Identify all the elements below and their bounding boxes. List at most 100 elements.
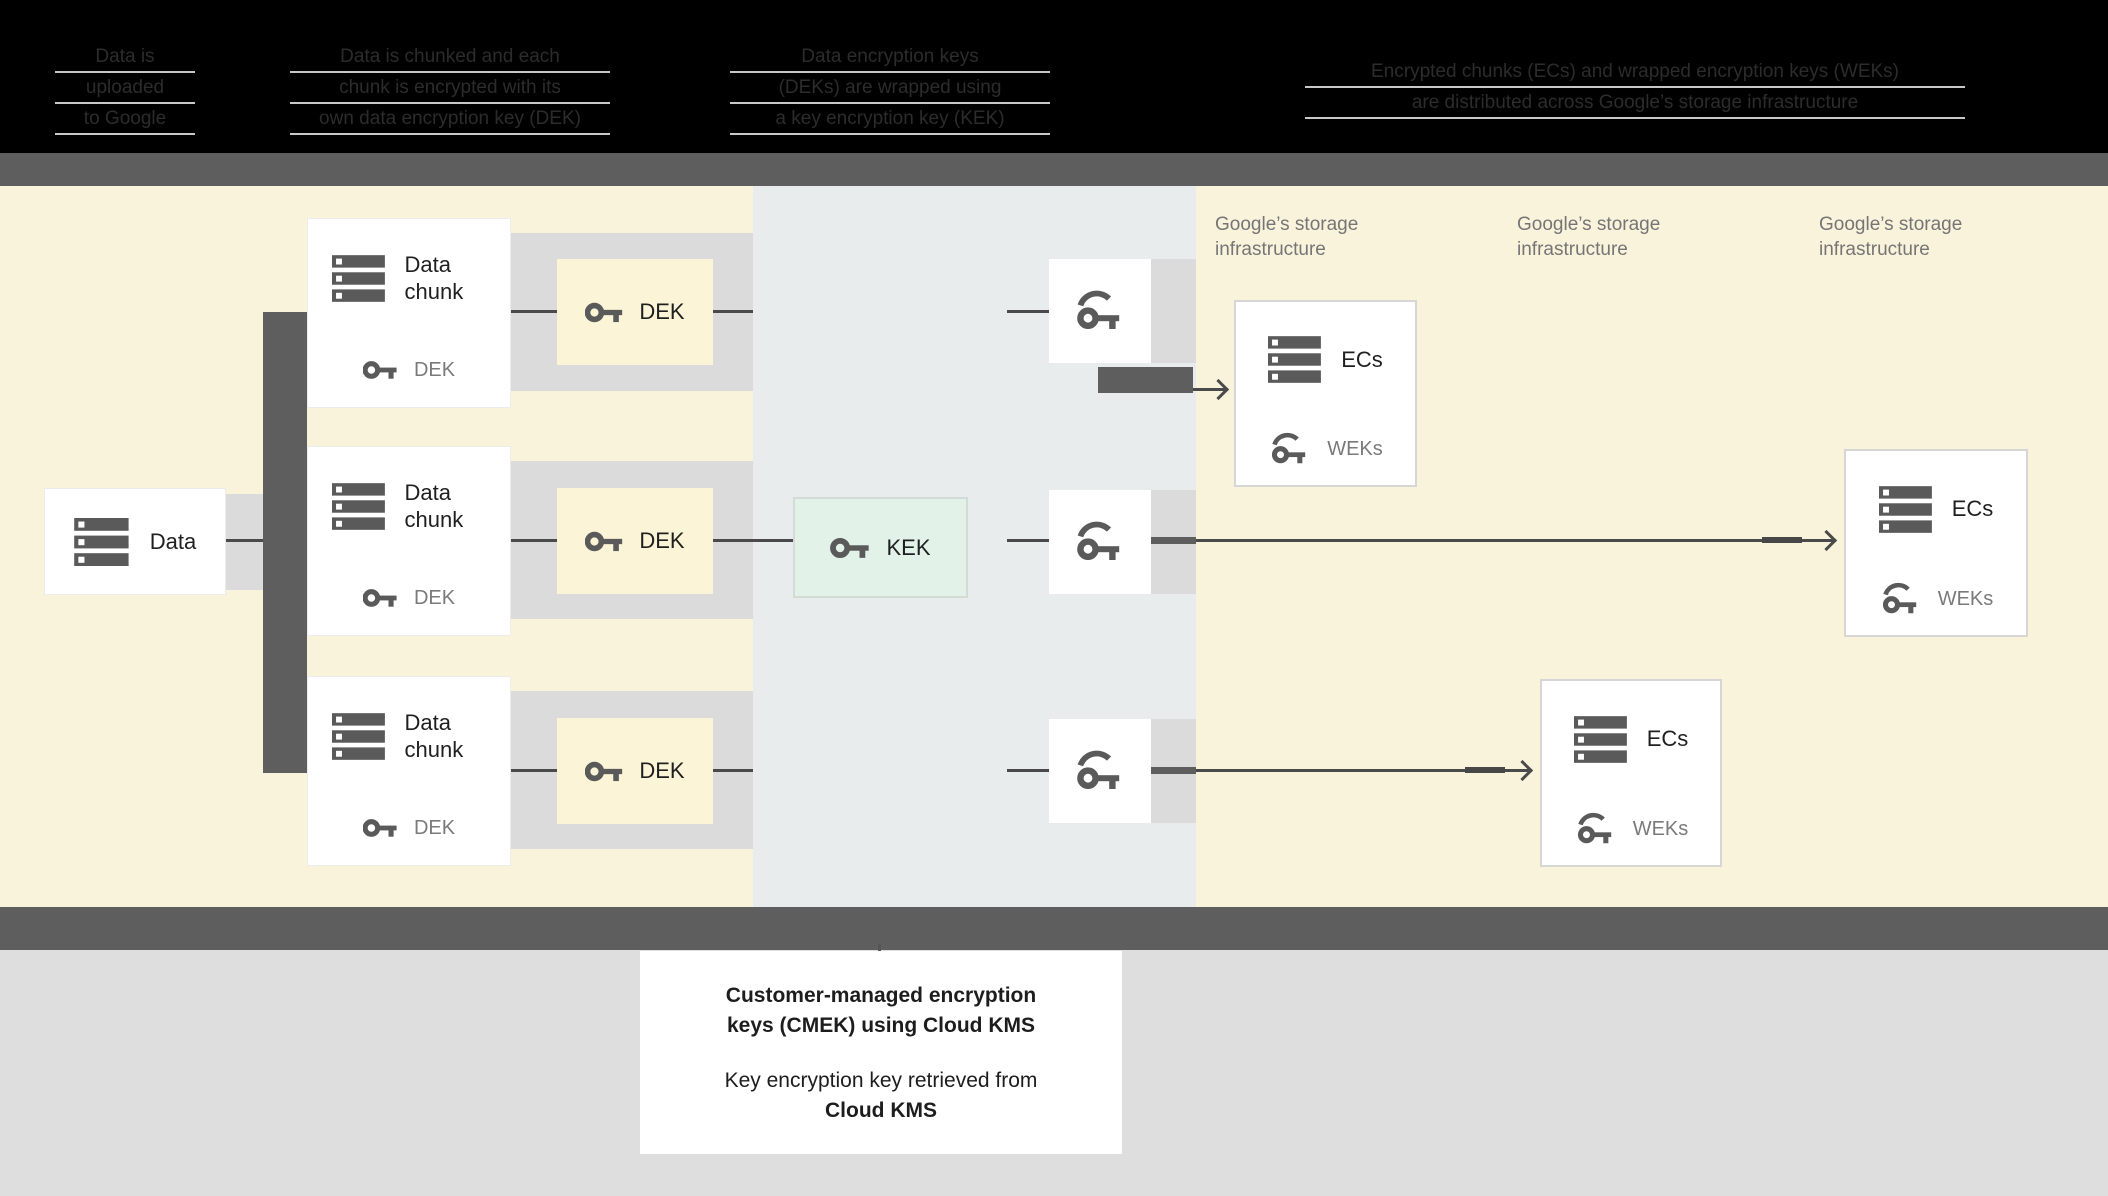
encryption-diagram: Data Data chunk DEK Data chunk DEK (0, 186, 2108, 907)
header-step-3-line: Data encryption keys (730, 42, 1050, 73)
header-step-4-line: are distributed across Google’s storage … (1305, 88, 1965, 119)
wrapped-key-icon (1074, 518, 1126, 566)
header-step-2-line: own data encryption key (DEK) (290, 104, 610, 135)
header-step-1: Data is uploaded to Google (55, 42, 195, 135)
key-icon (585, 525, 625, 558)
ecs-3-top: ECs (1574, 681, 1689, 791)
connector-into-wrap3 (1007, 769, 1049, 772)
connector-into-wrap2 (1007, 539, 1049, 542)
connector-data-to-trunk (226, 539, 263, 542)
connector-dek1-out (713, 310, 753, 313)
header-step-4-line: Encrypted chunks (ECs) and wrapped encry… (1305, 57, 1965, 88)
caption-paragraph-2: Key encryption key retrieved from Cloud … (640, 1066, 1122, 1126)
elbow-wrap1-to-ecs1 (1098, 367, 1193, 393)
data-chunk-box-1: Data chunk DEK (307, 218, 511, 408)
storage-label-1: Google’s storage infrastructure (1215, 214, 1359, 260)
data-box-label: Data (149, 528, 197, 554)
wrapped-key-icon (1879, 580, 1923, 618)
chunk-2-key-row: DEK (363, 562, 455, 635)
chunk-3-key-label: DEK (413, 816, 456, 839)
wrapped-key-icon (1268, 430, 1312, 468)
dek-box-3-label: DEK (639, 758, 685, 783)
key-icon (830, 531, 872, 565)
data-chunk-box-2: Data chunk DEK (307, 446, 511, 636)
header-step-3: Data encryption keys (DEKs) are wrapped … (730, 42, 1050, 135)
chunk-2-key-label: DEK (413, 586, 456, 609)
ecs-3-key-label: WEKs (1632, 817, 1689, 840)
chunk-1-top: Data chunk (332, 219, 487, 332)
arrowhead-ecs3 (1511, 759, 1534, 782)
header-step-3-line: a key encryption key (KEK) (730, 104, 1050, 135)
dek-box-2-label: DEK (639, 528, 685, 553)
ecs-2-top: ECs (1879, 451, 1993, 561)
ecs-stack-icon (1574, 716, 1630, 763)
connector-chunk3-dek3 (511, 769, 557, 772)
data-box-backdrop (226, 494, 266, 590)
ecs-1-key-label: WEKs (1327, 437, 1383, 460)
arrow-mid-seg-wrap3 (1465, 767, 1505, 773)
arrowhead-ecs1 (1207, 378, 1230, 401)
chunk-1-key-row: DEK (363, 334, 455, 407)
wrapped-key-icon (1074, 287, 1126, 335)
ecs-stack-icon (1879, 486, 1935, 533)
caption-line2-bold: Cloud KMS (825, 1099, 937, 1122)
connector-into-wrap1 (1007, 310, 1049, 313)
kek-box: KEK (793, 497, 968, 598)
ecs-stack-icon (1268, 336, 1324, 383)
chunk-2-title: Data chunk (404, 480, 464, 533)
header-step-1-line: Data is (55, 42, 195, 73)
data-chunk-stack-icon (332, 483, 388, 530)
chunk-2-top: Data chunk (332, 447, 487, 560)
connector-chunk1-dek1 (511, 310, 557, 313)
header-step-4: Encrypted chunks (ECs) and wrapped encry… (1305, 57, 1965, 119)
ecs-2-key-row: WEKs (1879, 563, 1994, 635)
separator-band-bottom (0, 907, 2108, 950)
dek-box-1-label: DEK (639, 299, 685, 324)
ecs-box-2: ECs WEKs (1844, 449, 2028, 637)
data-chunk-box-3: Data chunk DEK (307, 676, 511, 866)
caption-connector-stub (878, 944, 881, 956)
ecs-2-key-label: WEKs (1937, 587, 1994, 610)
key-icon (585, 755, 625, 788)
key-icon (363, 813, 399, 843)
dek-box-1: DEK (557, 259, 713, 365)
ecs-box-1: ECs WEKs (1234, 300, 1417, 487)
wrap-key-box-3 (1049, 719, 1151, 823)
header-band: Data is uploaded to Google Data is chunk… (0, 0, 2108, 153)
ecs-3-title: ECs (1646, 726, 1689, 752)
ecs-1-key-row: WEKs (1268, 414, 1383, 485)
caption-title: Customer-managed encryption keys (CMEK) … (725, 984, 1037, 1037)
arrow-line-wrap2-ecs2 (1151, 539, 1834, 542)
key-icon (363, 583, 399, 613)
trunk-connector (263, 312, 307, 773)
connector-dek3-out (713, 769, 753, 772)
arrow-mid-seg-wrap2 (1762, 537, 1802, 543)
ecs-1-top: ECs (1268, 302, 1383, 412)
caption-box: Customer-managed encryption keys (CMEK) … (640, 951, 1122, 1154)
ecs-3-key-row: WEKs (1574, 793, 1689, 865)
wrapped-key-icon (1574, 810, 1618, 848)
header-step-2-line: Data is chunked and each (290, 42, 610, 73)
data-box: Data (44, 488, 226, 595)
footer-area: Customer-managed encryption keys (CMEK) … (0, 944, 2108, 1196)
key-icon (363, 355, 399, 385)
arrow-thick-seg-wrap2 (1151, 537, 1196, 544)
header-step-3-line: (DEKs) are wrapped using (730, 73, 1050, 104)
dek-box-3: DEK (557, 718, 713, 824)
caption-line2-normal: Key encryption key retrieved from (724, 1069, 1038, 1092)
connector-chunk2-dek2 (511, 539, 557, 542)
chunk-3-title: Data chunk (404, 710, 464, 763)
chunk-1-key-label: DEK (413, 358, 456, 381)
separator-band-top (0, 153, 2108, 186)
kek-box-label: KEK (886, 534, 931, 560)
header-step-2: Data is chunked and each chunk is encryp… (290, 42, 610, 135)
wrapped-key-icon (1074, 747, 1126, 795)
ecs-1-title: ECs (1341, 346, 1383, 372)
chunk-3-top: Data chunk (332, 677, 487, 790)
arrow-thick-seg-wrap3 (1151, 767, 1196, 774)
ecs-box-3: ECs WEKs (1540, 679, 1722, 867)
data-chunk-stack-icon (332, 255, 388, 302)
storage-label-2: Google’s storage infrastructure (1517, 214, 1661, 260)
chunk-1-title: Data chunk (404, 252, 464, 305)
